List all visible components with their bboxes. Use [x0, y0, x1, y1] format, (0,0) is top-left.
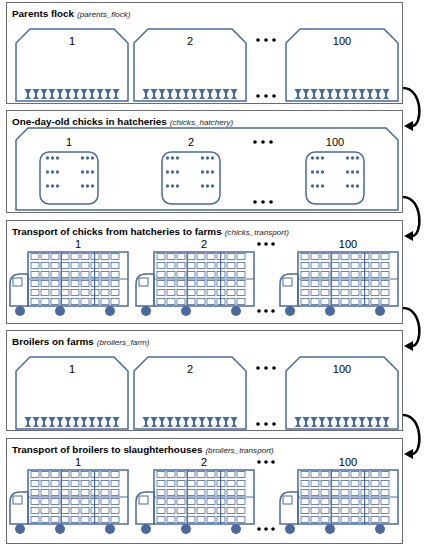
barn-symbol — [286, 357, 398, 429]
flow-line — [403, 88, 419, 126]
arrow-head — [404, 231, 413, 241]
variable-name: (parents_flock) — [77, 10, 131, 19]
barn-symbol — [134, 29, 246, 101]
instance-number: 100 — [333, 35, 351, 48]
instance-number: 1 — [69, 363, 75, 376]
barn-symbol — [16, 357, 128, 429]
process-panel: Broilers on farms(broilers_farm) — [6, 330, 403, 431]
flow-line — [403, 197, 419, 236]
hatchery-tray — [162, 152, 220, 204]
panel-heading: Broilers on farms — [12, 336, 94, 347]
instance-number: 1 — [75, 238, 81, 251]
truck-symbol — [136, 252, 254, 316]
ellipsis-dots — [256, 38, 276, 98]
instance-number: 2 — [188, 136, 194, 149]
flow-arrow — [403, 415, 419, 459]
panel-title: One-day-old chicks in hatcheries(chicks_… — [7, 111, 402, 131]
hatchery-building — [16, 128, 398, 210]
instance-number: 100 — [339, 456, 357, 469]
arrow-head — [404, 121, 413, 131]
flow-arrow — [403, 308, 419, 351]
instance-number: 2 — [187, 35, 193, 48]
instance-number: 100 — [326, 136, 344, 149]
instance-number: 2 — [201, 238, 207, 251]
ellipsis-dots — [257, 460, 275, 531]
barn-symbol — [286, 29, 398, 101]
panel-title: Parents flock(parents_flock) — [7, 3, 402, 23]
variable-name: (chicks_transport) — [225, 228, 289, 237]
panel-heading: Parents flock — [12, 8, 74, 19]
truck-symbol — [10, 252, 128, 316]
truck-symbol — [10, 470, 128, 534]
process-panel: Transport of broilers to slaughterhouses… — [6, 438, 403, 544]
truck-symbol — [280, 470, 398, 534]
arrow-head — [404, 341, 413, 351]
truck-symbol — [136, 470, 254, 534]
barn-symbol — [134, 357, 246, 429]
process-panel: Parents flock(parents_flock) — [6, 2, 403, 104]
arrow-head — [404, 449, 413, 459]
flow-line — [403, 308, 419, 346]
panel-heading: Transport of chicks from hatcheries to f… — [12, 226, 222, 237]
instance-number: 100 — [339, 238, 357, 251]
instance-number: 2 — [187, 363, 193, 376]
variable-name: (broilers_farm) — [97, 338, 150, 347]
flow-line — [403, 415, 419, 454]
hatchery-tray — [306, 152, 364, 204]
panel-heading: One-day-old chicks in hatcheries — [12, 116, 167, 127]
instance-number: 100 — [333, 363, 351, 376]
process-panel: One-day-old chicks in hatcheries(chicks_… — [6, 110, 403, 213]
ellipsis-dots — [256, 366, 276, 426]
flow-arrow — [403, 88, 419, 131]
instance-number: 2 — [201, 456, 207, 469]
process-panel: Transport of chicks from hatcheries to f… — [6, 220, 403, 324]
panel-heading: Transport of broilers to slaughterhouses — [12, 444, 202, 455]
variable-name: (broilers_transport) — [205, 446, 273, 455]
truck-symbol — [280, 252, 398, 316]
instance-number: 1 — [75, 456, 81, 469]
instance-number: 1 — [69, 35, 75, 48]
ellipsis-dots — [257, 242, 275, 313]
barn-symbol — [16, 29, 128, 101]
panel-title: Broilers on farms(broilers_farm) — [7, 331, 402, 351]
hatchery-tray — [40, 152, 98, 204]
variable-name: (chicks_hatchery) — [170, 118, 233, 127]
ellipsis-dots — [253, 140, 273, 204]
flow-arrow — [403, 197, 419, 241]
instance-number: 1 — [66, 136, 72, 149]
